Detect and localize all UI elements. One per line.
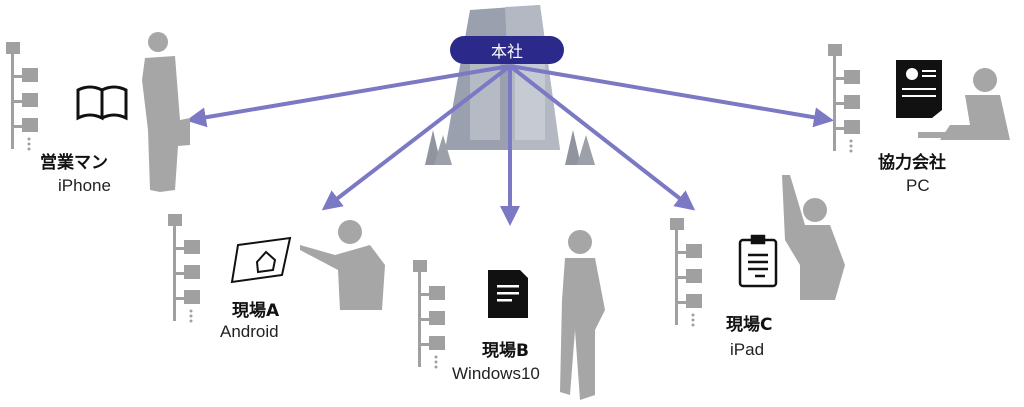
device-label-siteA: Android (220, 322, 279, 341)
arrow-to-sales (186, 64, 511, 128)
folder-tree-siteB (413, 260, 445, 369)
worker-holding-tablet-silhouette (560, 230, 605, 400)
open-book-icon (76, 85, 128, 121)
arrow-to-siteC (508, 64, 696, 211)
node-label-sales: 営業マン (40, 153, 108, 173)
node-label-siteB: 現場B (482, 341, 529, 361)
worker-pointing-silhouette (300, 220, 385, 310)
device-label-sales: iPhone (58, 176, 111, 195)
device-label-siteB: Windows10 (452, 364, 540, 383)
node-label-siteC: 現場C (726, 315, 773, 335)
report-chart-icon (896, 60, 942, 118)
folder-tree-siteC (670, 218, 702, 327)
connection-arrows (186, 64, 834, 226)
worker-pointing-up-silhouette (782, 175, 845, 300)
document-icon (488, 270, 528, 318)
hq-label: 本社 (490, 42, 523, 61)
device-label-partner: PC (906, 176, 930, 195)
arrow-to-siteA (321, 64, 512, 211)
hq-badge: 本社 (450, 36, 564, 64)
arrow-to-partner (509, 64, 834, 128)
folder-tree-sales (6, 42, 38, 151)
person-at-laptop-silhouette (918, 68, 1010, 140)
device-label-siteC: iPad (730, 340, 765, 359)
folder-tree-siteA (168, 214, 200, 323)
blueprint-house-icon (230, 236, 292, 284)
clipboard-icon (738, 234, 778, 288)
node-label-siteA: 現場A (232, 301, 280, 321)
folder-tree-partner (828, 44, 860, 153)
node-label-partner: 協力会社 (878, 153, 946, 173)
businessman-on-phone-silhouette (142, 32, 190, 192)
